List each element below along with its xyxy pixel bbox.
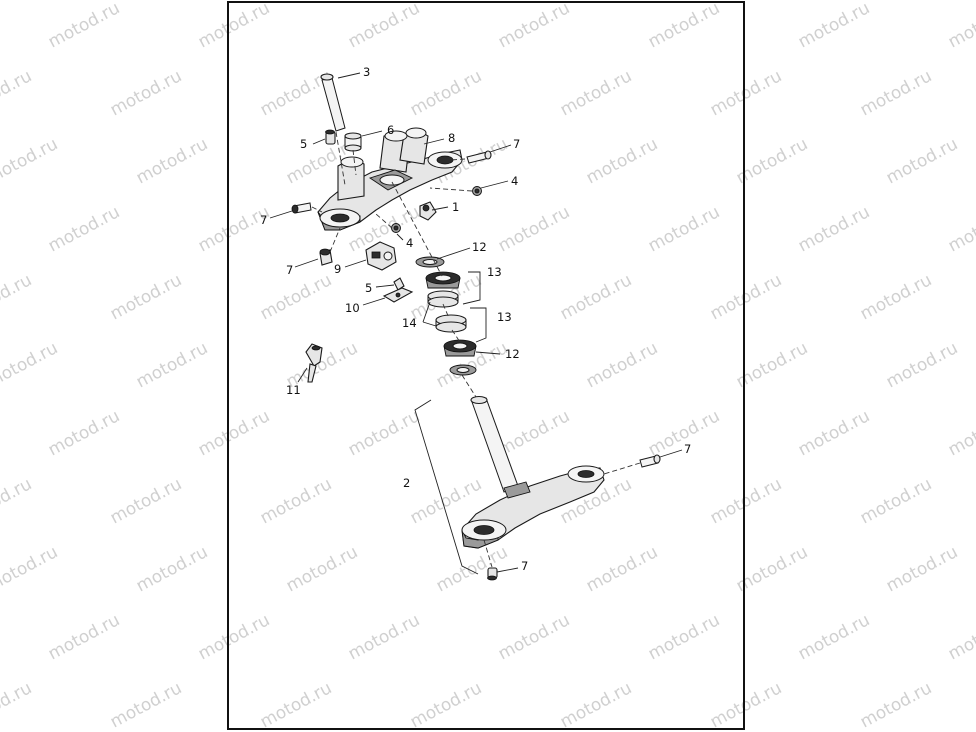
part-bolt-clamp-bottom bbox=[487, 567, 498, 581]
label-part-1: 1 bbox=[452, 200, 459, 214]
part-pin bbox=[393, 277, 405, 291]
part-lower-triple-clamp bbox=[461, 395, 605, 549]
label-part-6: 6 bbox=[387, 123, 394, 137]
label-part-5-lower: 5 bbox=[365, 281, 372, 295]
part-bolt-upper-left bbox=[291, 202, 312, 214]
label-part-13-lower: 13 bbox=[497, 310, 512, 324]
assembly-lines bbox=[311, 131, 641, 568]
label-part-4-right: 4 bbox=[511, 174, 518, 188]
part-seal-upper bbox=[415, 256, 445, 268]
label-part-11: 11 bbox=[286, 383, 301, 397]
part-bolt-upper-right bbox=[466, 150, 492, 164]
label-part-12-lower: 12 bbox=[505, 347, 520, 361]
part-bolt-clamp-right bbox=[639, 454, 661, 468]
part-race-upper bbox=[427, 290, 459, 308]
label-part-7-left: 7 bbox=[260, 213, 267, 227]
part-bearing-lower bbox=[443, 339, 477, 357]
label-part-2: 2 bbox=[403, 476, 410, 490]
bracket-lines bbox=[414, 271, 487, 575]
part-seal-lower bbox=[449, 364, 477, 376]
leader-lines bbox=[269, 72, 683, 573]
label-part-8: 8 bbox=[448, 131, 455, 145]
label-part-14: 14 bbox=[402, 316, 417, 330]
part-bolt-lower-left bbox=[319, 248, 333, 266]
label-part-7-clamp-right: 7 bbox=[684, 442, 691, 456]
part-bolt-long bbox=[320, 73, 346, 132]
part-bolt-small bbox=[325, 129, 336, 145]
part-nut-right bbox=[472, 186, 482, 196]
part-upper-triple-clamp bbox=[317, 127, 463, 231]
part-switch-bracket bbox=[365, 241, 397, 271]
label-part-10: 10 bbox=[345, 301, 360, 315]
label-part-12-upper: 12 bbox=[472, 240, 487, 254]
label-part-7-lower-left: 7 bbox=[286, 263, 293, 277]
part-clip bbox=[419, 201, 437, 221]
part-number-labels: 3 6 8 5 7 4 1 7 4 12 7 9 13 5 10 14 13 1… bbox=[260, 65, 691, 573]
label-part-13-upper: 13 bbox=[487, 265, 502, 279]
part-race-lower bbox=[435, 314, 467, 333]
part-key bbox=[305, 343, 323, 383]
part-plate bbox=[382, 287, 414, 303]
label-part-7-bottom: 7 bbox=[521, 559, 528, 573]
part-nut-center bbox=[391, 223, 401, 233]
label-part-4-center: 4 bbox=[406, 236, 413, 250]
label-part-3: 3 bbox=[363, 65, 370, 79]
label-part-9: 9 bbox=[334, 262, 341, 276]
part-bearing-upper bbox=[425, 271, 461, 289]
label-part-7-top-right: 7 bbox=[513, 137, 520, 151]
part-bushing bbox=[344, 132, 362, 152]
diagram-frame bbox=[227, 1, 745, 730]
label-part-5-upper: 5 bbox=[300, 137, 307, 151]
